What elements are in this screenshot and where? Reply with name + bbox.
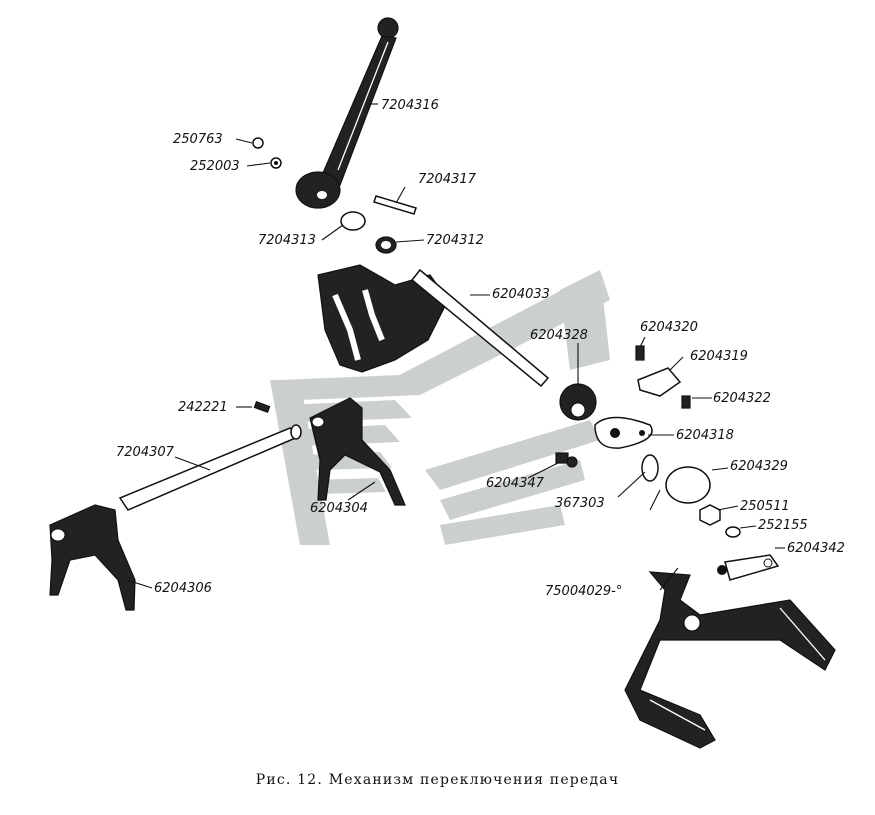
shift-fork-part [49, 504, 136, 611]
label-6204033: 6204033 [492, 287, 550, 302]
reverse-fork-part [624, 571, 836, 749]
pin-part [373, 195, 417, 215]
part-number-labels: 250763 252003 7204316 7204317 7204313 72… [116, 98, 845, 599]
label-7204307: 7204307 [116, 445, 175, 460]
label-252003: 252003 [190, 159, 240, 174]
spring-washer-part [725, 526, 741, 538]
shift-rod-part [118, 424, 302, 511]
label-6204304: 6204304 [310, 501, 368, 516]
screw-part [253, 401, 271, 413]
gaz-logo-watermark-icon [270, 270, 610, 545]
washer-part [340, 211, 366, 231]
label-7204316: 7204316 [381, 98, 439, 113]
label-250763: 250763 [173, 132, 223, 147]
shift-fork-part [309, 397, 406, 506]
label-6204347: 6204347 [486, 476, 545, 491]
bolt-part [555, 452, 578, 468]
link-lever-part [717, 554, 780, 581]
label-250511: 250511 [740, 499, 790, 514]
hex-nut-part [699, 504, 721, 526]
spring-clip-part [649, 466, 711, 511]
label-75004029: 75004029-° [545, 584, 622, 599]
gear-lever-part [295, 17, 399, 209]
label-7204317: 7204317 [418, 172, 477, 187]
nut-part [252, 137, 282, 169]
label-242221: 242221 [178, 400, 228, 415]
label-6204342: 6204342 [787, 541, 845, 556]
plate-part [594, 416, 653, 449]
gear-part [559, 383, 597, 421]
retaining-ring-part [641, 454, 659, 482]
label-6204329: 6204329 [730, 459, 788, 474]
label-252155: 252155 [758, 518, 808, 533]
leader-lines [126, 103, 785, 591]
label-6204328: 6204328 [530, 328, 588, 343]
label-7204312: 7204312 [426, 233, 484, 248]
spring-part [375, 236, 397, 254]
shift-housing-part [317, 264, 550, 388]
label-6204322: 6204322 [713, 391, 771, 406]
label-7204313: 7204313 [258, 233, 316, 248]
label-6204320: 6204320 [640, 320, 698, 335]
label-6204318: 6204318 [676, 428, 734, 443]
label-6204319: 6204319 [690, 349, 748, 364]
label-367303: 367303 [555, 496, 605, 511]
label-6204306: 6204306 [154, 581, 212, 596]
bracket-part [635, 345, 691, 409]
figure-caption: Рис. 12. Механизм переключения передач [255, 772, 620, 788]
